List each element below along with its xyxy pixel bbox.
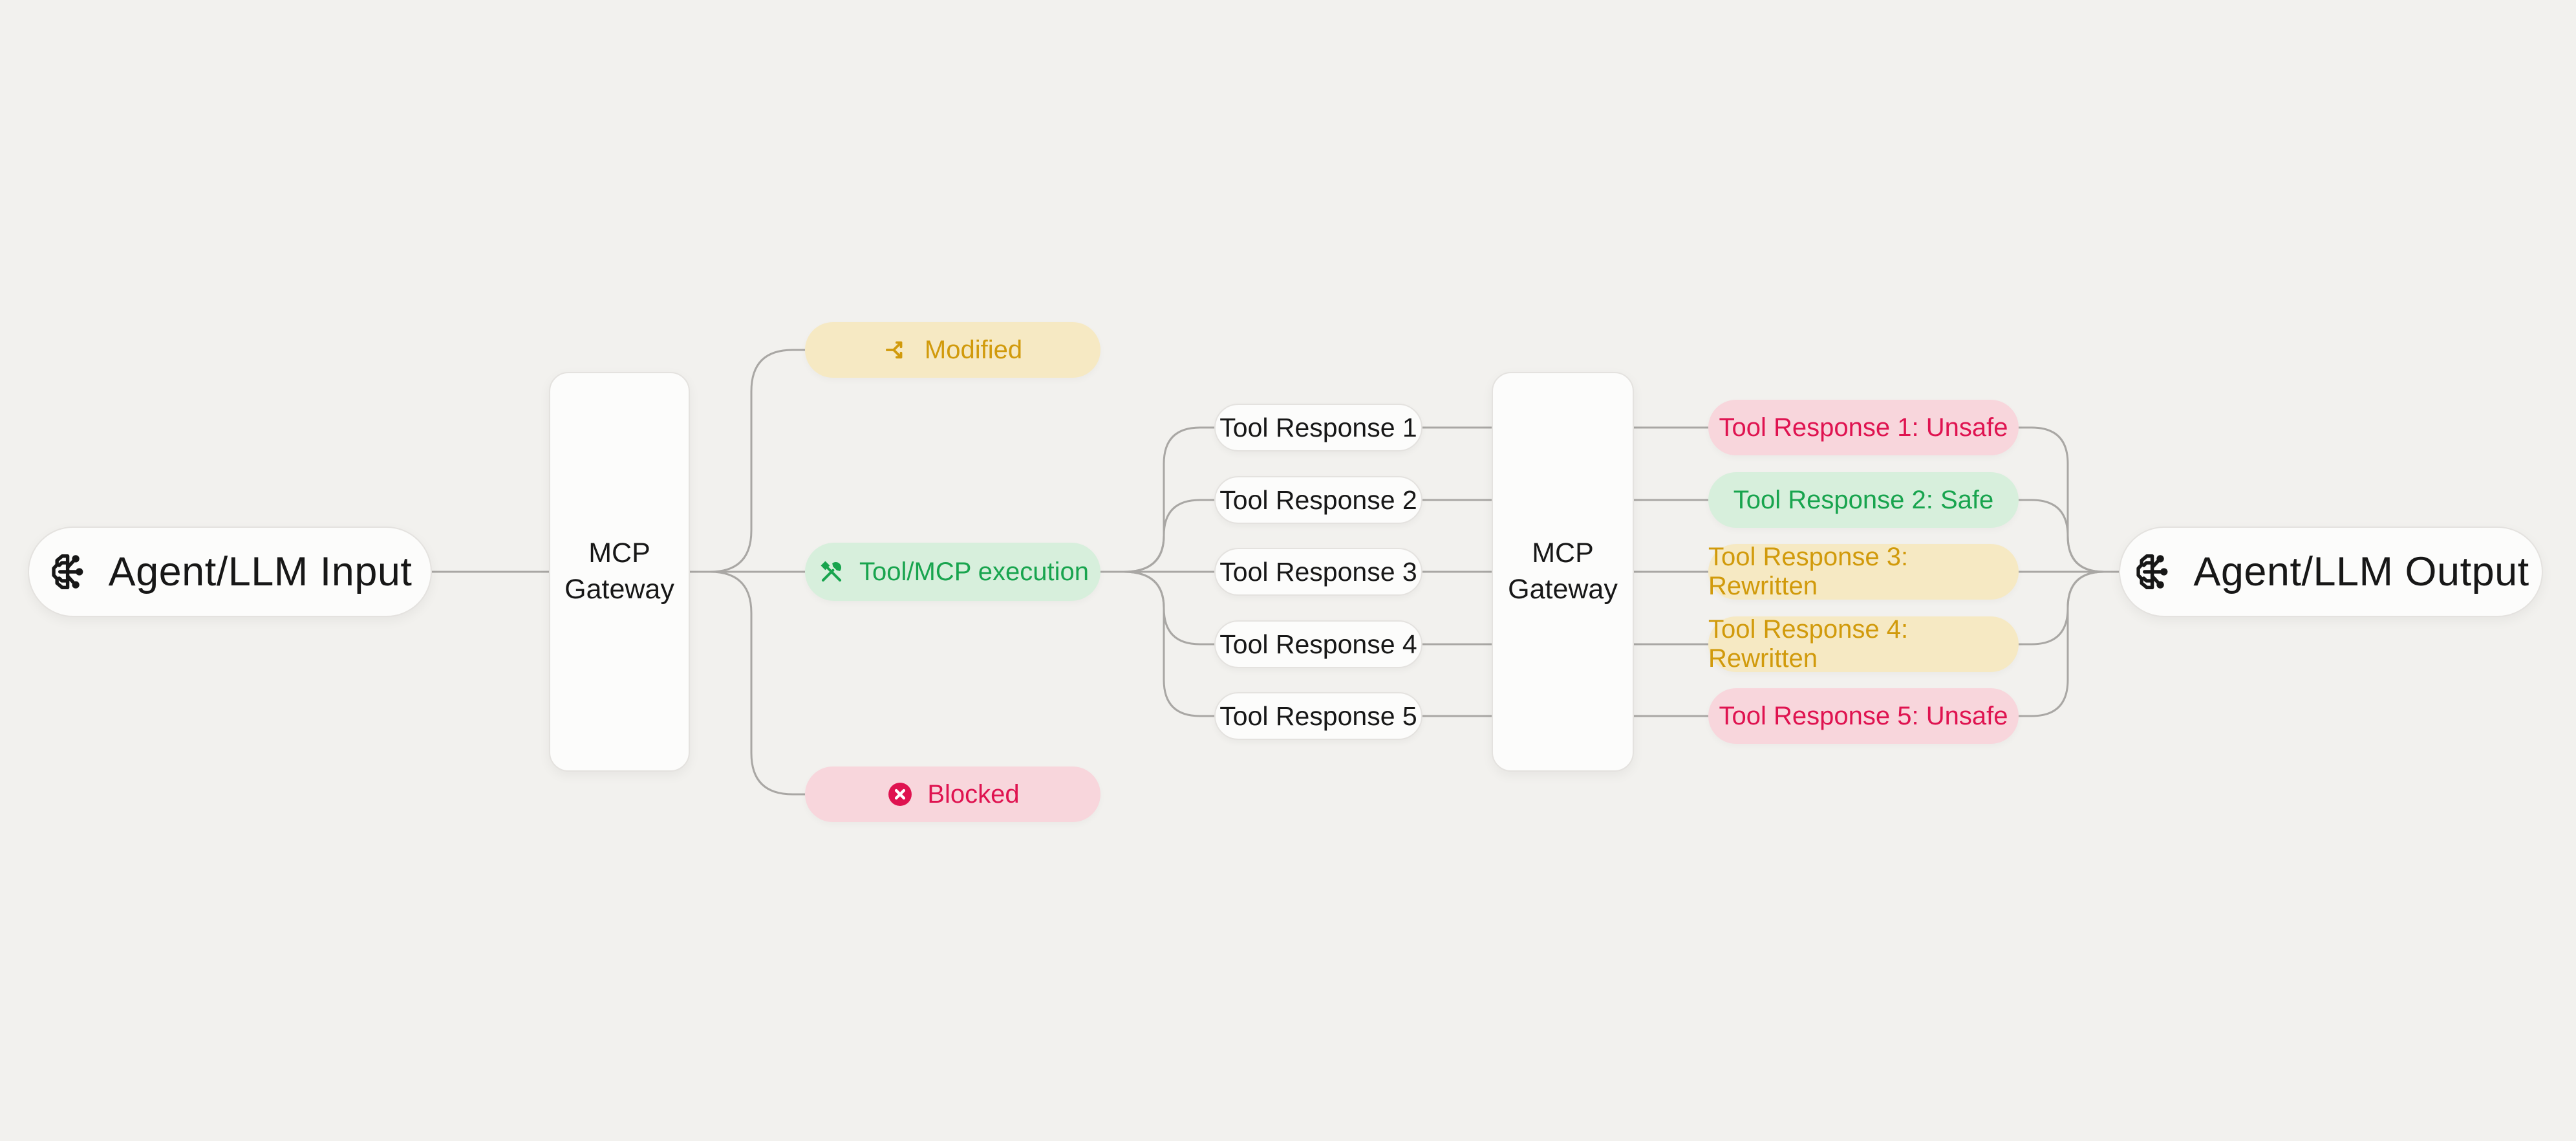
edge-exec-to-response-5 <box>1122 570 1216 717</box>
verdict-modified-badge: Modified <box>805 322 1100 378</box>
tool-response-2-pill: Tool Response 2 <box>1214 476 1422 524</box>
verdict-modified-label: Modified <box>924 335 1023 364</box>
verdict-execution-badge: Tool/MCP execution <box>805 543 1100 601</box>
edge-gateway-to-modified <box>709 349 806 573</box>
hammer-wrench-icon <box>817 557 846 587</box>
brain-circuit-icon <box>2132 550 2176 594</box>
mcp-gateway-out-label: MCP Gateway <box>1508 538 1618 605</box>
agent-llm-input-node: Agent/LLM Input <box>28 527 432 617</box>
result-2-label: Tool Response 2: Safe <box>1733 485 1994 514</box>
tool-response-5-pill: Tool Response 5 <box>1214 692 1422 740</box>
tool-response-1-label: Tool Response 1 <box>1219 412 1417 442</box>
result-1-label: Tool Response 1: Unsafe <box>1719 413 2008 442</box>
edge-result-5-to-output <box>2017 570 2120 717</box>
edge-result-2-to-output <box>2017 499 2120 573</box>
edge-gateway-to-blocked <box>709 570 806 796</box>
verdict-execution-label: Tool/MCP execution <box>859 557 1089 586</box>
result-5-unsafe-badge: Tool Response 5: Unsafe <box>1708 688 2019 744</box>
verdict-blocked-label: Blocked <box>927 779 1020 809</box>
result-3-label: Tool Response 3: Rewritten <box>1708 543 1909 600</box>
split-arrow-icon <box>883 336 912 364</box>
tool-response-4-label: Tool Response 4 <box>1219 629 1417 659</box>
result-2-safe-badge: Tool Response 2: Safe <box>1708 472 2019 528</box>
brain-circuit-icon <box>48 550 92 594</box>
tool-response-2-label: Tool Response 2 <box>1219 484 1417 515</box>
mcp-gateway-in-label: MCP Gateway <box>564 538 674 605</box>
mcp-gateway-out-node: MCP Gateway <box>1492 372 1634 772</box>
agent-llm-output-label: Agent/LLM Output <box>2193 549 2529 594</box>
result-4-label: Tool Response 4: Rewritten <box>1708 615 1909 673</box>
edge-exec-to-response-2 <box>1122 499 1216 573</box>
result-4-rewritten-badge: Tool Response 4: Rewritten <box>1708 615 2019 673</box>
result-3-rewritten-badge: Tool Response 3: Rewritten <box>1708 543 2019 600</box>
result-1-unsafe-badge: Tool Response 1: Unsafe <box>1708 400 2019 455</box>
tool-response-4-pill: Tool Response 4 <box>1214 620 1422 668</box>
circle-x-icon <box>886 780 914 809</box>
agent-llm-output-node: Agent/LLM Output <box>2119 527 2543 617</box>
tool-response-3-pill: Tool Response 3 <box>1214 548 1422 596</box>
agent-llm-input-label: Agent/LLM Input <box>108 549 413 594</box>
tool-response-1-pill: Tool Response 1 <box>1214 404 1422 451</box>
mcp-gateway-in-node: MCP Gateway <box>549 372 690 772</box>
verdict-blocked-badge: Blocked <box>805 766 1100 822</box>
edge-exec-to-response-4 <box>1122 570 1216 646</box>
result-5-label: Tool Response 5: Unsafe <box>1719 701 2008 730</box>
tool-response-5-label: Tool Response 5 <box>1219 701 1417 731</box>
tool-response-3-label: Tool Response 3 <box>1219 556 1417 587</box>
